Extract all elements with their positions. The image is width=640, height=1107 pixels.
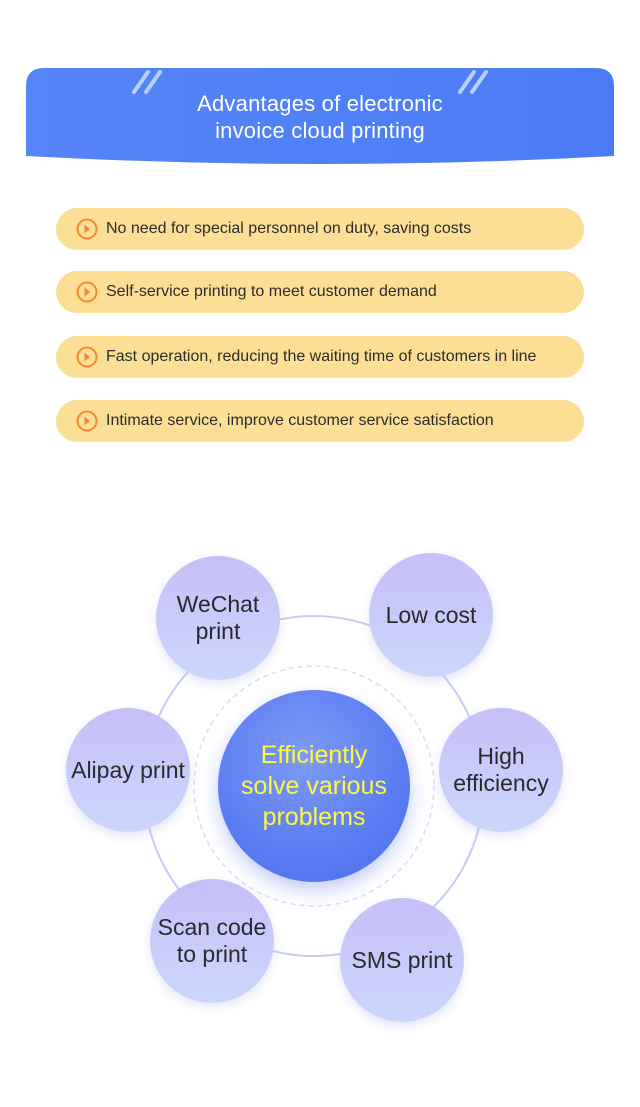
node-label: WeChat print bbox=[176, 591, 260, 644]
advantage-text: Self-service printing to meet customer d… bbox=[106, 283, 437, 300]
node-low-cost: Low cost bbox=[369, 553, 493, 677]
page-title: Advantages of electronic invoice cloud p… bbox=[26, 90, 614, 144]
node-label: Scan code to print bbox=[157, 914, 267, 967]
advantage-item-1: No need for special personnel on duty, s… bbox=[56, 208, 584, 250]
node-sms-print: SMS print bbox=[340, 898, 464, 1022]
title-line-1: Advantages of electronic bbox=[197, 91, 443, 116]
title-line-2: invoice cloud printing bbox=[215, 118, 425, 143]
banner-shape bbox=[26, 68, 614, 164]
advantage-text: Fast operation, reducing the waiting tim… bbox=[106, 348, 537, 365]
header-banner: Advantages of electronic invoice cloud p… bbox=[26, 68, 614, 166]
node-label: High efficiency bbox=[453, 743, 549, 796]
advantage-text: No need for special personnel on duty, s… bbox=[106, 220, 472, 237]
node-scan-code-to-print: Scan code to print bbox=[150, 879, 274, 1003]
features-diagram: Efficiently solve various problems WeCha… bbox=[0, 540, 640, 1022]
node-high-efficiency: High efficiency bbox=[439, 708, 563, 832]
advantage-item-2: Self-service printing to meet customer d… bbox=[56, 271, 584, 313]
arrow-right-circle-icon bbox=[76, 346, 98, 368]
advantage-text: Intimate service, improve customer servi… bbox=[106, 412, 494, 429]
arrow-right-circle-icon bbox=[76, 218, 98, 240]
node-label: SMS print bbox=[351, 946, 453, 973]
node-label: Low cost bbox=[385, 601, 477, 628]
slashes-right-icon bbox=[458, 70, 488, 94]
node-label: Alipay print bbox=[71, 756, 185, 783]
arrow-right-circle-icon bbox=[76, 281, 98, 303]
inner-dashed-ring bbox=[193, 665, 435, 907]
advantage-item-4: Intimate service, improve customer servi… bbox=[56, 400, 584, 442]
center-circle: Efficiently solve various problems bbox=[218, 690, 410, 882]
node-alipay-print: Alipay print bbox=[66, 708, 190, 832]
arrow-right-circle-icon bbox=[76, 410, 98, 432]
node-wechat-print: WeChat print bbox=[156, 556, 280, 680]
slashes-left-icon bbox=[132, 70, 162, 94]
advantage-item-3: Fast operation, reducing the waiting tim… bbox=[56, 336, 584, 378]
center-text: Efficiently solve various problems bbox=[241, 740, 387, 831]
